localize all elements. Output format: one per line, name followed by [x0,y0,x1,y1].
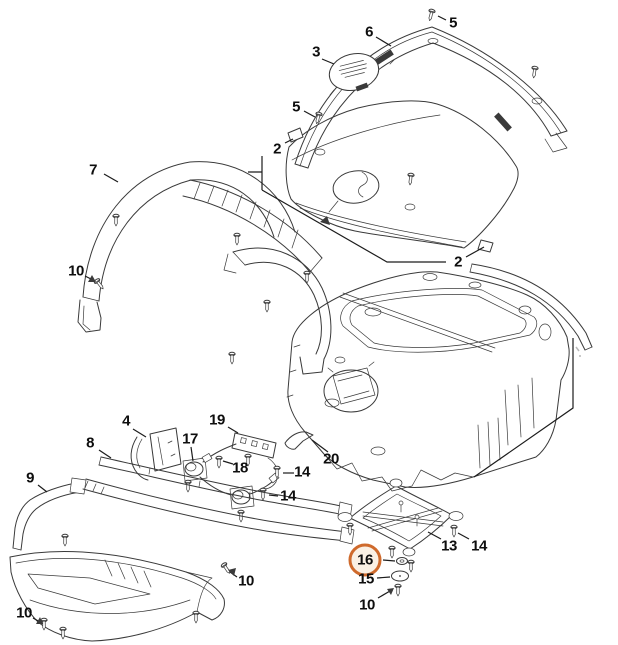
callout-3[interactable]: 3 [312,43,320,61]
callout-10[interactable]: 10 [359,596,375,614]
leader-lines [32,15,581,624]
part-cross-brace [337,478,464,597]
part-sensor-harness [130,427,281,523]
callout-10[interactable]: 10 [68,262,84,280]
part-gasket [284,431,314,450]
callout-16-highlighted[interactable]: 16 [348,543,382,577]
callout-8[interactable]: 8 [86,434,94,452]
callout-2[interactable]: 2 [454,253,462,271]
callout-14[interactable]: 14 [294,463,310,481]
callout-15[interactable]: 15 [358,570,374,588]
part-top-trim [294,26,568,169]
callout-4[interactable]: 4 [122,412,130,430]
callout-20[interactable]: 20 [323,450,339,468]
callout-18[interactable]: 18 [232,459,248,477]
callout-5[interactable]: 5 [292,98,300,116]
callout-19[interactable]: 19 [209,411,225,429]
callout-10[interactable]: 10 [238,572,254,590]
part-hood [285,100,519,253]
callout-5[interactable]: 5 [449,14,457,32]
part-washer-15 [391,570,409,582]
callout-7[interactable]: 7 [89,161,97,179]
callout-14[interactable]: 14 [280,487,296,505]
callout-14[interactable]: 14 [471,537,487,555]
callout-13[interactable]: 13 [441,537,457,555]
part-round-cover [328,53,395,96]
part-fender-arches [77,161,332,375]
part-body-housing [286,263,593,492]
callout-2[interactable]: 2 [273,140,281,158]
callout-10[interactable]: 10 [16,604,32,622]
callout-6[interactable]: 6 [365,23,373,41]
callout-17[interactable]: 17 [182,430,198,448]
callout-9[interactable]: 9 [26,469,34,487]
part-washer-16 [396,557,408,565]
